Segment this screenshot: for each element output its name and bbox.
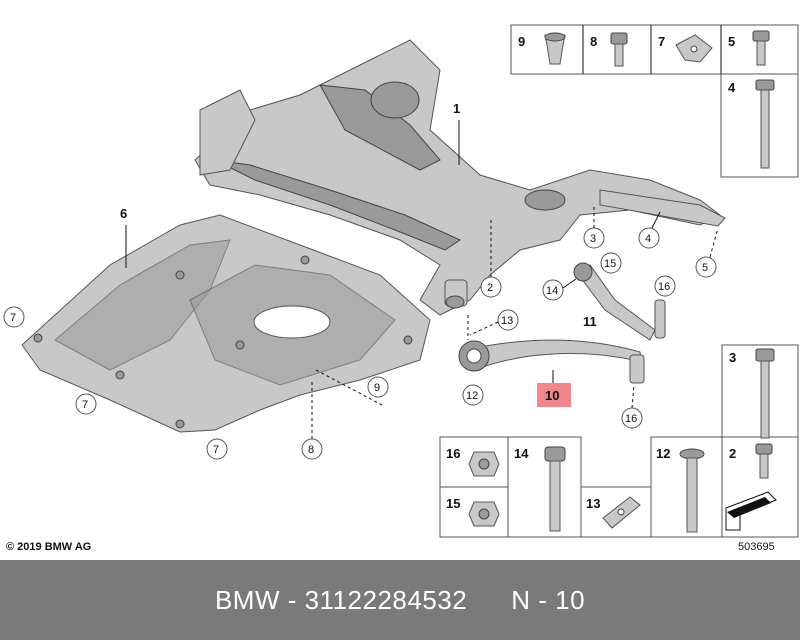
copyright-notice: © 2019 BMW AG: [6, 541, 92, 553]
legend-bottom-14: 14: [514, 446, 529, 461]
callout-13: 13: [501, 315, 513, 327]
callout-9: 9: [374, 382, 380, 394]
part-number-label: BMW - 31122284532: [214, 584, 468, 615]
legend-bottom-16: 16: [446, 446, 460, 461]
callout-16-lower: 16: [625, 413, 637, 425]
callout-12: 12: [466, 390, 478, 402]
highlight-box: [537, 383, 571, 407]
callout-6: 6: [120, 206, 127, 221]
callout-16-upper: 16: [658, 281, 670, 293]
diagram-number: 503695: [738, 541, 775, 553]
legend-right-2: 2: [729, 446, 736, 461]
legend-right: 3 2: [721, 344, 799, 538]
callout-4: 4: [645, 233, 651, 245]
callout-14: 14: [546, 285, 558, 297]
callout-10: 10: [545, 388, 559, 403]
callout-2: 2: [487, 282, 493, 294]
diagram-canvas: 1 6 2 3 4 5 7 7 7 8 9 10 11 12 1: [3, 24, 799, 553]
callout-15: 15: [604, 258, 616, 270]
legend-top-8: 8: [590, 34, 597, 49]
callout-11: 11: [583, 314, 597, 329]
legend-top-9: 9: [518, 34, 525, 49]
parts-diagram: 1 6 2 3 4 5 7 7 7 8 9 10 11 12 1: [3, 24, 799, 538]
callout-7-left: 7: [10, 312, 16, 324]
wishbone[interactable]: [458, 339, 645, 384]
callout-7-bottom: 7: [82, 399, 88, 411]
callout-7-center: 7: [213, 444, 219, 456]
callout-5: 5: [702, 262, 708, 274]
legend-bottom-15: 15: [446, 496, 460, 511]
callout-8: 8: [308, 444, 314, 456]
legend-bottom-13: 13: [586, 496, 600, 511]
front-axle-subframe[interactable]: [194, 39, 726, 316]
legend-top-4: 4: [728, 80, 736, 95]
legend-top: 9 8 7 5 4: [510, 24, 799, 178]
callouts: 1 6 2 3 4 5 7 7 7 8 9 10 11 12 1: [3, 101, 719, 460]
tension-strut[interactable]: [573, 262, 666, 341]
legend-top-7: 7: [658, 34, 665, 49]
underbody-shield[interactable]: [21, 214, 431, 433]
position-label: N - 10: [511, 584, 586, 615]
legend-bottom-12: 12: [656, 446, 670, 461]
callout-3: 3: [590, 233, 596, 245]
callout-1: 1: [453, 101, 460, 116]
legend-bottom: 16 15 14 13 12: [439, 436, 723, 538]
legend-right-3: 3: [729, 350, 736, 365]
legend-top-5: 5: [728, 34, 735, 49]
footer-bar: BMW - 31122284532 N - 10: [0, 560, 800, 640]
